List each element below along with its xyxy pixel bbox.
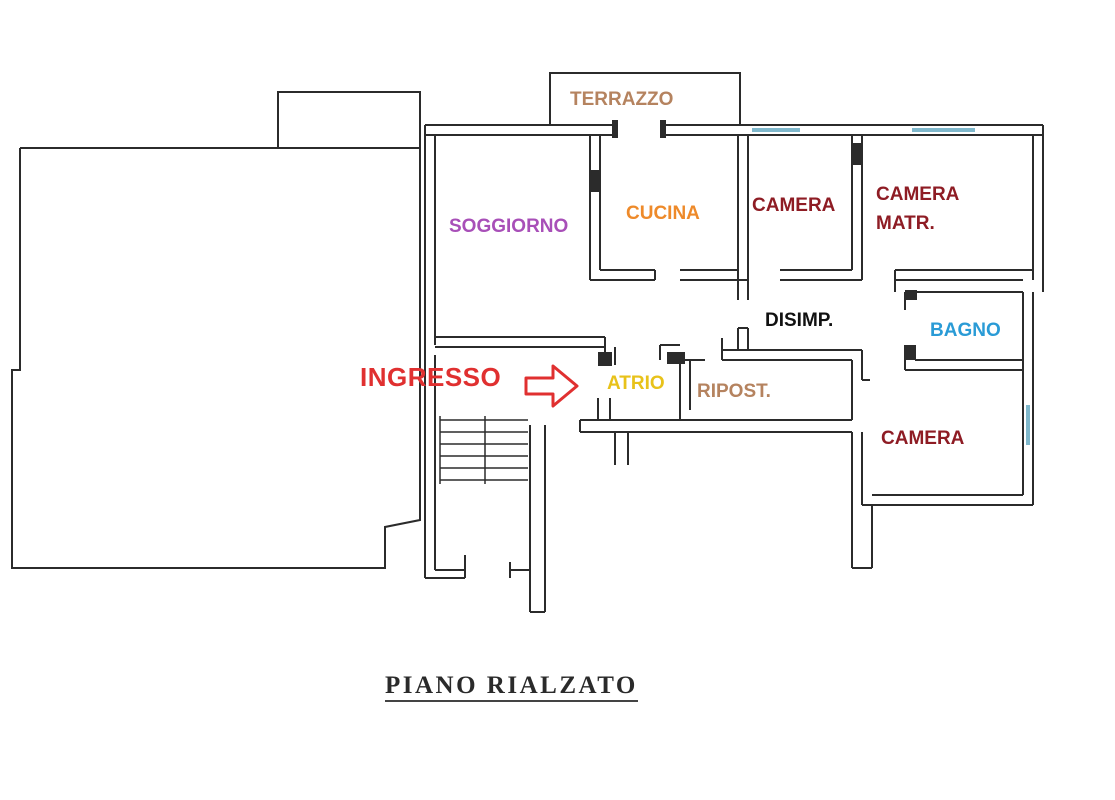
room-label-disimp: DISIMP. xyxy=(765,310,834,331)
room-label-camera-lower: CAMERA xyxy=(881,428,965,449)
windows xyxy=(752,128,1030,445)
entrance-label: INGRESSO xyxy=(360,362,502,392)
room-label-cucina: CUCINA xyxy=(626,203,700,224)
room-label-ripost: RIPOST. xyxy=(697,381,771,402)
room-label-soggiorno: SOGGIORNO xyxy=(449,216,569,237)
arrow-right-icon xyxy=(524,364,579,408)
room-label-camera-matr: CAMERA MATR. xyxy=(876,184,960,234)
walls xyxy=(11,72,1044,613)
staircase xyxy=(439,416,528,484)
adjacent-building-outline xyxy=(11,91,421,569)
room-label-bagno: BAGNO xyxy=(930,320,1001,341)
room-label-terrazzo: TERRAZZO xyxy=(570,89,674,110)
wall-columns xyxy=(590,120,917,366)
terrace-outline xyxy=(549,72,741,125)
room-label-atrio: ATRIO xyxy=(607,373,665,394)
room-label-camera: CAMERA xyxy=(752,195,836,216)
floor-caption: PIANO RIALZATO xyxy=(385,673,638,702)
